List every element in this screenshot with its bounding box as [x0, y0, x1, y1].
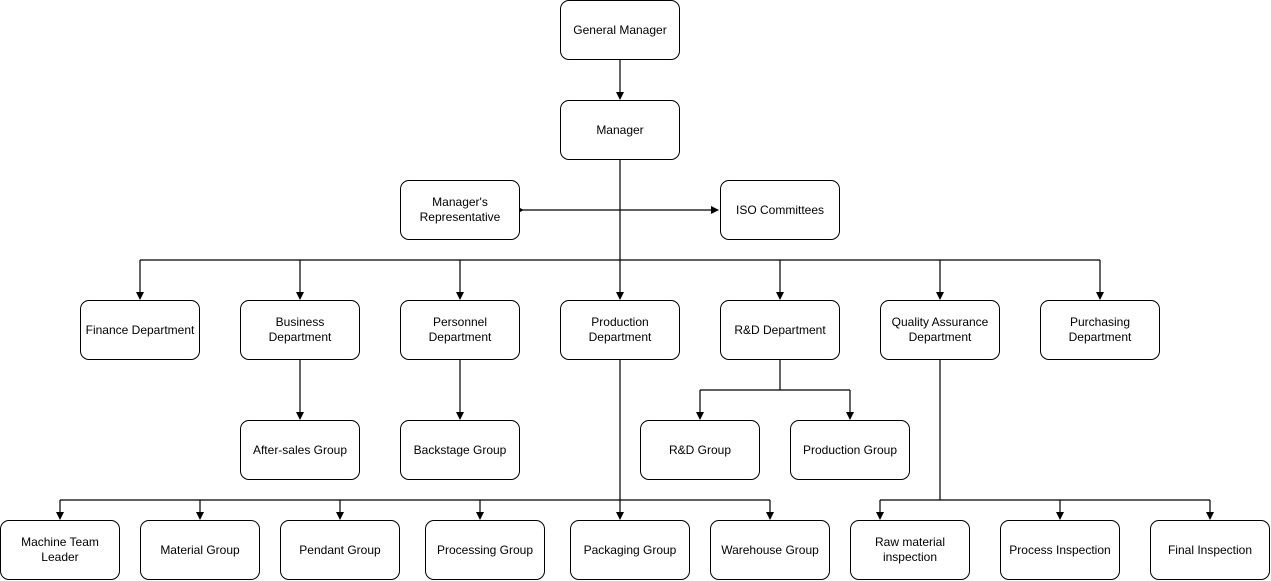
node-raw-material-inspection: Raw material inspection	[850, 520, 970, 580]
node-final-inspection: Final Inspection	[1150, 520, 1270, 580]
node-personnel-department: Personnel Department	[400, 300, 520, 360]
node-general-manager: General Manager	[560, 0, 680, 60]
node-warehouse-group: Warehouse Group	[710, 520, 830, 580]
node-quality-assurance-department: Quality Assurance Department	[880, 300, 1000, 360]
node-iso-committees: ISO Committees	[720, 180, 840, 240]
node-packaging-group: Packaging Group	[570, 520, 690, 580]
node-backstage-group: Backstage Group	[400, 420, 520, 480]
node-processing-group: Processing Group	[425, 520, 545, 580]
node-production-group: Production Group	[790, 420, 910, 480]
node-production-department: Production Department	[560, 300, 680, 360]
node-pendant-group: Pendant Group	[280, 520, 400, 580]
node-purchasing-department: Purchasing Department	[1040, 300, 1160, 360]
node-finance-department: Finance Department	[80, 300, 200, 360]
node-rd-group: R&D Group	[640, 420, 760, 480]
node-rd-department: R&D Department	[720, 300, 840, 360]
rd-bus	[700, 360, 850, 391]
qa-bus	[880, 360, 1210, 501]
node-machine-team-leader: Machine Team Leader	[0, 520, 120, 580]
node-managers-representative: Manager's Representative	[400, 180, 520, 240]
node-business-department: Business Department	[240, 300, 360, 360]
production-bus	[60, 360, 770, 501]
node-material-group: Material Group	[140, 520, 260, 580]
node-manager: Manager	[560, 100, 680, 160]
node-process-inspection: Process Inspection	[1000, 520, 1120, 580]
node-after-sales-group: After-sales Group	[240, 420, 360, 480]
